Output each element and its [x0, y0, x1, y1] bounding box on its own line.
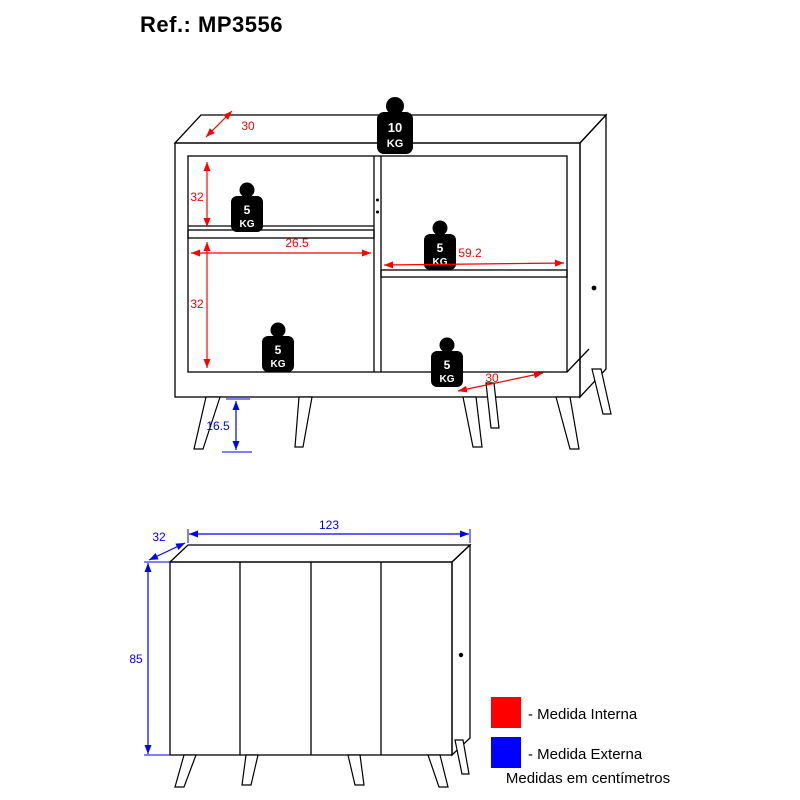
cabinet-opening [187, 155, 568, 373]
weight-unit: KG [433, 257, 448, 268]
dim-bottom-depth-label: 30 [485, 371, 499, 385]
cabinet-leg [241, 754, 259, 786]
dim-width-label: 123 [319, 518, 339, 532]
internal-color-swatch [491, 697, 521, 728]
cabinet-leg [555, 396, 580, 450]
weight-value: 5 [275, 343, 282, 357]
page-title: Ref.: MP3556 [140, 12, 283, 37]
external-legend-label: - Medida Externa [528, 746, 643, 763]
dim-depth-label: 32 [152, 530, 166, 544]
external-color-swatch [491, 737, 521, 768]
weight-value: 5 [437, 241, 444, 255]
top-view-diagram: 10 KG 5 KG 5 KG 5 KG 5 KG [173, 97, 612, 453]
weight-value: 5 [444, 358, 451, 372]
dim-leg-height-label: 16.5 [206, 419, 230, 433]
dim-left-width-label: 26.5 [285, 236, 309, 250]
front-view-diagram: 123 32 85 [129, 518, 472, 788]
weight-unit: KG [240, 219, 255, 230]
side-panel-hole [458, 652, 464, 658]
dim-right-width-arrow [383, 259, 565, 269]
units-note: Medidas em centímetros [506, 770, 670, 787]
dim-height-label: 85 [129, 652, 143, 666]
cabinet-leg [193, 396, 221, 450]
cabinet-leg [485, 382, 500, 429]
weight-value: 10 [388, 120, 402, 135]
legend: - Medida Interna - Medida Externa Medida… [491, 697, 670, 787]
cabinet-top-face [168, 544, 472, 563]
right-shelf [380, 269, 568, 278]
shelf-pin-hole [376, 198, 379, 202]
cabinet-leg [454, 739, 470, 775]
cabinet-leg [294, 396, 313, 448]
weight-5kg-bottom-left-icon: 5 KG [262, 322, 294, 372]
cabinet-right-side [451, 543, 471, 757]
weight-10kg-icon: 10 KG [377, 97, 413, 154]
weight-5kg-shelf-left-icon: 5 KG [231, 182, 263, 232]
weight-5kg-shelf-right-icon: 5 KG [424, 220, 456, 270]
cabinet-leg [462, 396, 483, 448]
internal-dimensions: 30 32 32 26.5 59.2 30 [190, 110, 565, 393]
leg-height-dimension: 16.5 [206, 398, 252, 453]
dim-bottom-depth-arrow [457, 371, 544, 393]
cabinet-legs [193, 368, 612, 450]
weight-unit: KG [271, 359, 286, 370]
dim-lower-height-label: 32 [190, 297, 204, 311]
cabinet-legs-front [174, 739, 470, 788]
dim-top-depth-arrow [205, 110, 233, 138]
weight-5kg-bottom-right-icon: 5 KG [431, 337, 463, 387]
shelf-pin-hole [376, 210, 379, 214]
external-dimensions: 123 32 85 [129, 518, 471, 756]
dim-upper-height-label: 32 [190, 190, 204, 204]
cabinet-leg [427, 754, 449, 788]
cabinet-body-front [168, 543, 472, 757]
cabinet-leg [347, 754, 365, 786]
cabinet-leg [174, 754, 197, 788]
weight-unit: KG [440, 374, 455, 385]
weight-value: 5 [244, 203, 251, 217]
left-shelf [187, 229, 375, 239]
cabinet-body [173, 113, 608, 399]
dim-right-width-label: 59.2 [458, 246, 482, 260]
weight-unit: KG [387, 138, 404, 150]
dim-depth-arrow [148, 542, 186, 561]
bottom-depth-edge [566, 348, 590, 373]
internal-legend-label: - Medida Interna [528, 706, 638, 723]
side-panel-hole [591, 285, 597, 291]
dim-top-depth-label: 30 [241, 119, 255, 133]
cabinet-leg [591, 368, 612, 415]
